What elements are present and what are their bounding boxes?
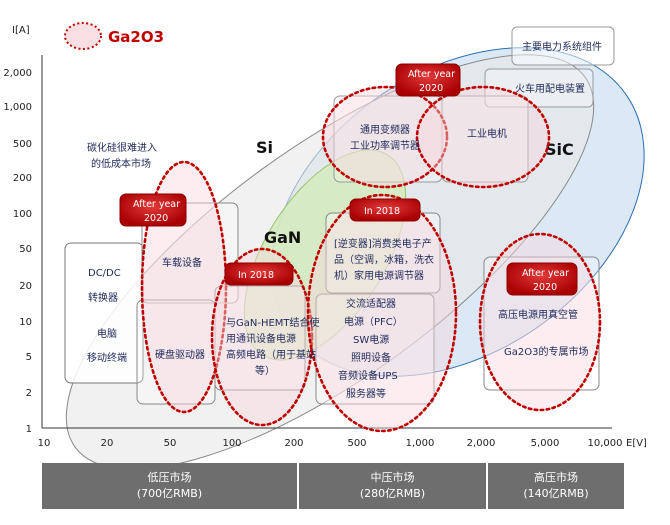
vehicle-box (141, 202, 239, 304)
gan-hemt-label-2: 用通讯设备电源 (226, 332, 296, 345)
pc-label-1: 电脑 (97, 327, 117, 340)
badge-after2020-left: After year 2020 (119, 193, 187, 227)
motor-label: 工业电机 (467, 127, 507, 140)
y-tick-label: 2,000 (3, 68, 32, 79)
svg-text:2020: 2020 (533, 282, 557, 293)
market-mid: 中压市场 (280亿RMB) (299, 463, 486, 509)
power-label-1: 交流适配器 (346, 297, 396, 310)
ga-oval-hv (478, 232, 602, 412)
x-tick-label: 50 (164, 438, 177, 449)
svg-text:After year: After year (522, 268, 569, 279)
x-tick-labels: 10 20 50 100 200 500 1,000 2,000 5,000 10,000 (38, 438, 623, 449)
x-tick-label: 5,000 (531, 438, 560, 449)
svg-text:In 2018: In 2018 (364, 206, 400, 217)
y-tick-label: 2 (26, 388, 32, 399)
power-label-2: 电源（PFC） (344, 315, 403, 328)
sic-note-line1: 碳化硅很难进入 (87, 141, 157, 154)
y-tick-label: 1 (26, 424, 32, 435)
market-mid-size: (280亿RMB) (359, 487, 426, 500)
svg-text:In 2018: In 2018 (238, 270, 274, 281)
power-label-4: 照明设备 (351, 351, 391, 364)
gan-hemt-label-1: 与GaN-HEMT结合使 (226, 316, 320, 329)
x-tick-label: 100 (222, 438, 241, 449)
svg-text:After year: After year (133, 199, 180, 210)
grid-components-label: 主要电力系统组件 (522, 40, 602, 53)
vehicle-label: 车载设备 (162, 256, 202, 269)
dcdc-label-2: 转换器 (88, 291, 118, 304)
svg-text:2020: 2020 (144, 213, 168, 224)
sic-label: SiC (545, 140, 574, 159)
x-tick-label: 2,000 (467, 438, 496, 449)
gan-hemt-label-3: 高频电路（用于基站 (226, 348, 316, 361)
svg-text:After year: After year (408, 69, 455, 80)
market-mid-name: 中压市场 (370, 471, 415, 484)
legend-ga2o3-label: Ga2O3 (108, 28, 164, 46)
pc-label-2: 移动终端 (87, 351, 127, 364)
y-tick-label: 1,000 (3, 102, 32, 113)
y-tick-label: 50 (19, 244, 32, 255)
gan-hemt-label-4: 等） (255, 364, 275, 377)
x-tick-label: 10 (38, 438, 51, 449)
consumer-label-1: [逆变器]消费类电子产 (334, 237, 432, 250)
consumer-label-2: 品（空调，冰箱，洗衣 (334, 253, 434, 266)
market-high: 高压市场 (140亿RMB) (488, 463, 624, 509)
x-axis-unit: E[V] (626, 438, 647, 449)
legend-ga2o3-swatch (64, 22, 102, 50)
motor-box (441, 95, 529, 183)
gan-hemt-box (214, 285, 306, 391)
y-tick-label: 500 (13, 139, 32, 150)
power-label-6: 服务器等 (346, 387, 386, 400)
x-tick-label: 20 (101, 438, 114, 449)
hv-vacuum-label: 高压电源用真空管 (498, 308, 578, 321)
market-low-size: (700亿RMB) (136, 487, 203, 500)
ga-oval-gan (210, 247, 314, 427)
dcdc-label-1: DC/DC (88, 268, 121, 279)
y-tick-labels: 2,000 1,000 500 200 100 50 20 10 5 2 1 (3, 68, 32, 435)
grid-components-box (511, 26, 615, 66)
inverter-label-2: 工业功率调节器 (350, 139, 420, 152)
market-high-size: (140亿RMB) (523, 487, 589, 500)
market-low: 低压市场 (700亿RMB) (42, 463, 297, 509)
hdd-label: 硬盘驱动器 (155, 348, 205, 361)
x-tick-label: 200 (284, 438, 303, 449)
badge-after2020-right: After year 2020 (506, 262, 578, 296)
si-label: Si (256, 138, 273, 157)
market-low-name: 低压市场 (147, 471, 192, 484)
power-label-5: 音频设备UPS (338, 369, 398, 382)
power-label-3: SW电源 (353, 333, 389, 346)
badge-in2018-left: In 2018 (224, 262, 294, 286)
market-high-name: 高压市场 (534, 471, 578, 484)
ga-oval-top-left (321, 85, 449, 189)
y-tick-label: 20 (19, 281, 32, 292)
x-tick-label: 1,000 (406, 438, 435, 449)
gan-label: GaN (264, 228, 301, 247)
badge-in2018-mid: In 2018 (349, 198, 421, 222)
y-tick-label: 200 (13, 173, 32, 184)
train-label: 火车用配电装置 (515, 82, 585, 95)
ga-oval-consumer (306, 193, 458, 433)
power-box (315, 293, 435, 405)
ga-oval-top-right (415, 85, 551, 189)
consumer-label-3: 机）家用电源调节器 (334, 269, 424, 282)
y-tick-label: 5 (26, 352, 32, 363)
x-tick-label: 500 (347, 438, 366, 449)
inverter-label-1: 通用变频器 (360, 123, 410, 136)
svg-text:2020: 2020 (419, 83, 443, 94)
x-tick-label: 10,000 (588, 438, 623, 449)
sic-note-line2: 的低成本市场 (91, 157, 151, 170)
y-tick-label: 10 (19, 317, 32, 328)
badge-after2020-top: After year 2020 (395, 63, 461, 97)
ga-market-label: Ga2O3的专属市场 (504, 345, 588, 358)
y-axis-unit: I[A] (12, 25, 30, 36)
y-tick-label: 100 (13, 209, 32, 220)
